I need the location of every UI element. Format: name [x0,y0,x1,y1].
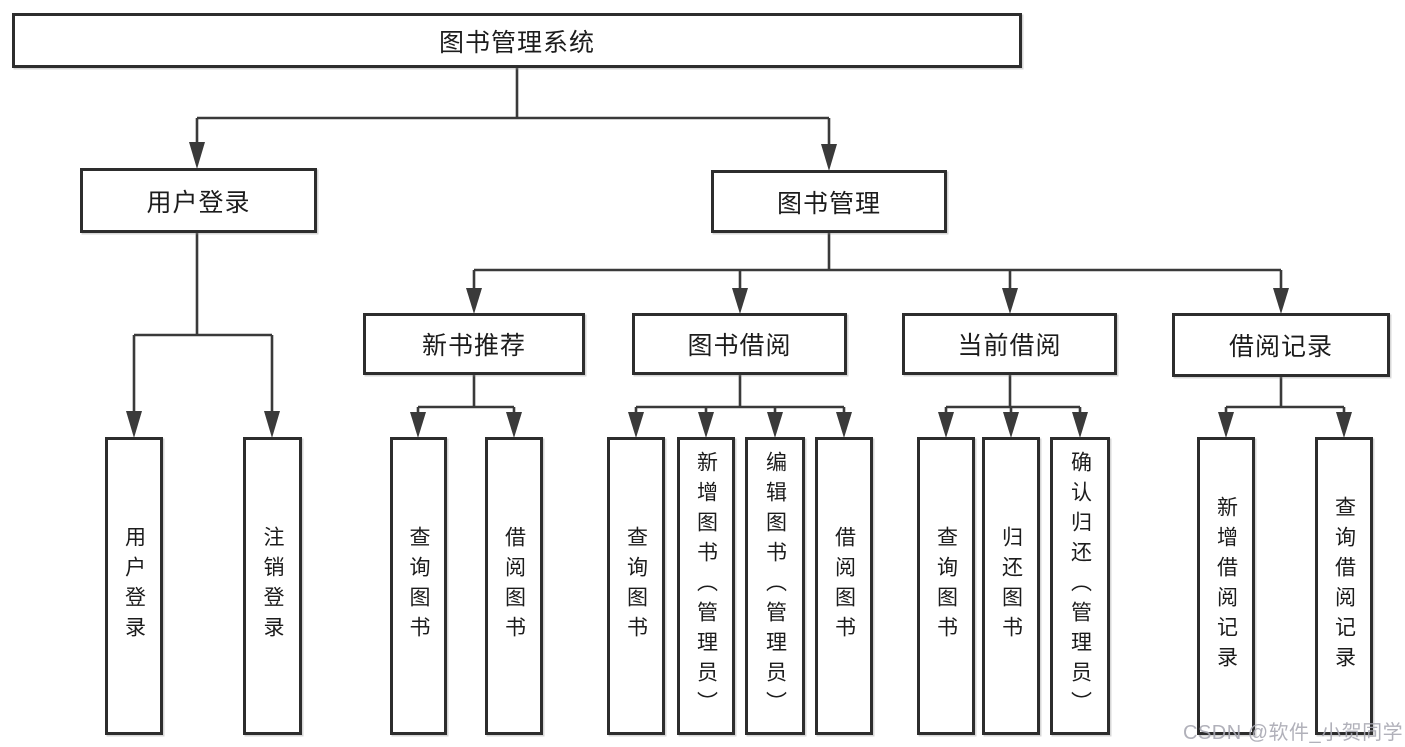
arrowheads [126,142,1352,438]
node-label: 归还图书 [999,526,1023,646]
node-book-management: 图书管理 [711,170,947,233]
leaf-query-books-1: 查询图书 [390,437,447,735]
node-new-book-recommend: 新书推荐 [363,313,585,375]
node-book-borrowing: 图书借阅 [632,313,847,375]
node-label: 借阅记录 [1228,333,1333,361]
leaf-edit-books-admin: 编辑图书（管理员） [745,437,805,735]
node-label: 查询图书 [407,526,430,646]
node-label: 借阅图书 [832,526,856,646]
leaf-logout: 注销登录 [243,437,302,735]
leaf-borrow-books-1: 借阅图书 [485,437,543,735]
node-label: 查询借阅记录 [1332,496,1356,676]
node-library-management-system: 图书管理系统 [12,13,1022,68]
leaf-query-books-2: 查询图书 [607,437,665,735]
node-label: 图书借阅 [687,332,792,360]
node-label: 图书管理 [776,189,881,218]
node-label: 图书管理系统 [438,28,595,57]
leaf-borrow-books-2: 借阅图书 [815,437,873,735]
leaf-return-books: 归还图书 [982,437,1040,735]
leaf-confirm-return-admin: 确认归还（管理员） [1050,437,1110,735]
node-user-login: 用户登录 [80,168,317,233]
leaf-query-borrow-record: 查询借阅记录 [1315,437,1373,735]
node-label: 确认归还（管理员） [1068,451,1092,721]
node-label: 借阅图书 [502,526,526,646]
node-current-borrowing: 当前借阅 [902,313,1117,375]
node-label: 当前借阅 [957,332,1062,360]
leaf-add-books-admin: 新增图书（管理员） [677,437,735,735]
leaf-query-books-3: 查询图书 [917,437,975,735]
node-label: 注销登录 [261,526,284,646]
node-label: 用户登录 [122,526,146,646]
csdn-watermark: CSDN @软件_小贺同学 [1183,722,1404,744]
node-label: 用户登录 [146,188,251,217]
node-label: 查询图书 [624,526,648,646]
node-label: 编辑图书（管理员） [763,451,787,721]
leaf-add-borrow-record: 新增借阅记录 [1197,437,1255,735]
node-label: 查询图书 [934,526,958,646]
node-label: 新增借阅记录 [1214,496,1238,676]
node-label: 新书推荐 [421,332,526,360]
node-label: 新增图书（管理员） [694,451,718,721]
node-borrow-records: 借阅记录 [1172,313,1390,377]
leaf-user-login: 用户登录 [105,437,163,735]
